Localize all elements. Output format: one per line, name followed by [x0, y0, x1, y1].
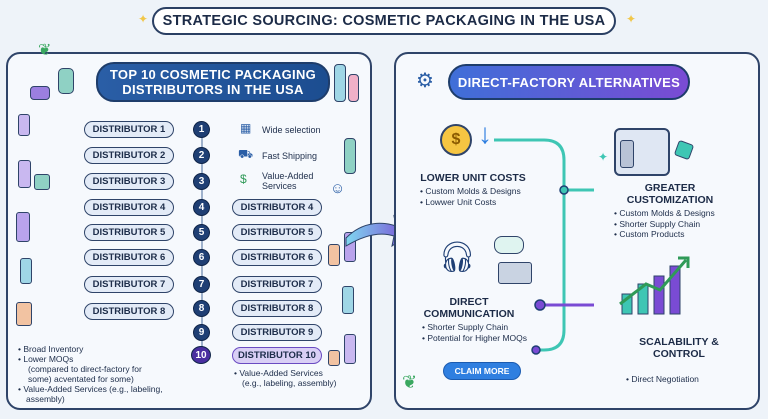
distributor-4: DISTRIBUTOR 4	[84, 199, 174, 216]
jar-icon	[16, 302, 32, 326]
jar-icon	[328, 350, 340, 366]
tube-icon	[20, 258, 32, 284]
communication-list: • Shorter Supply Chain • Potential for H…	[422, 322, 552, 343]
distributor-right-6: DISTRIBUTOR 6	[232, 249, 322, 266]
bullet-continuation: (compared to direct-factory for	[28, 364, 142, 374]
headset-agent-icon: ☺	[330, 180, 346, 197]
distributor-7: DISTRIBUTOR 7	[84, 276, 174, 293]
distributor-1: DISTRIBUTOR 1	[84, 121, 174, 138]
customization-list: • Custom Molds & Designs • Shorter Suppl…	[614, 208, 744, 240]
bullet-item: • Value-Added Services	[234, 368, 323, 378]
page-title: STRATEGIC SOURCING: COSMETIC PACKAGING I…	[152, 7, 616, 35]
jar-icon	[30, 86, 50, 100]
bullet-continuation: (e.g., labeling, assembly)	[242, 378, 337, 388]
direct-factory-banner: DIRECT-FACTORY ALTERNATIVES	[448, 64, 690, 100]
distributor-right-9: DISTRIBUTOR 9	[232, 324, 322, 341]
factory-icon	[498, 262, 532, 284]
scalability-list: • Direct Negotiation	[626, 374, 746, 385]
number-7: 7	[193, 276, 210, 293]
tube-icon	[348, 74, 359, 102]
bottle-icon	[342, 286, 354, 314]
sparkle-icon: ✦	[598, 150, 609, 164]
bottle-mold-icon	[620, 140, 634, 168]
coin-icon: $	[440, 124, 472, 156]
distributors-banner: TOP 10 COSMETIC PACKAGING DISTRIBUTORS I…	[96, 62, 330, 102]
timeline-line	[201, 128, 203, 358]
number-8: 8	[193, 300, 210, 317]
bullet-continuation: some) acventated for some)	[28, 374, 134, 384]
distributor-5: DISTRIBUTOR 5	[84, 224, 174, 241]
down-arrow-icon: ↓	[478, 118, 492, 149]
bottle-icon	[18, 114, 30, 136]
distributor-right-5: DISTRIBUTOR 5	[232, 224, 322, 241]
claim-more-button[interactable]: CLAIM MORE	[443, 362, 521, 380]
number-1: 1	[193, 121, 210, 138]
distributor-extra-list: • Value-Added Services (e.g., labeling, …	[234, 368, 364, 388]
number-4: 4	[193, 199, 210, 216]
feature-fast-shipping: Fast Shipping	[262, 151, 318, 161]
truck-icon: ⛟	[238, 147, 254, 161]
number-10: 10	[191, 346, 211, 364]
number-5: 5	[193, 224, 210, 241]
flow-connectors	[494, 138, 594, 355]
sparkle-icon: ✦	[138, 12, 149, 26]
tube-icon	[344, 334, 356, 364]
list-item: • Potential for Higher MOQs	[422, 332, 528, 343]
list-item: • Lowwer Unit Costs	[420, 196, 497, 207]
banner-line-2: DISTRIBUTORS IN THE USA	[122, 82, 304, 97]
bottle-icon	[16, 212, 30, 242]
distributor-right-10: DISTRIBUTOR 10	[232, 347, 322, 364]
pump-bottle-icon	[334, 64, 346, 102]
list-item: • Shorter Supply Chain	[614, 218, 701, 229]
bottle-icon	[18, 160, 31, 188]
feature-value-added: Value-Added	[262, 171, 314, 181]
scalability-title: SCALABILITY &CONTROL	[639, 336, 719, 360]
leaf-icon: ❦	[38, 42, 52, 59]
bullet-item: • Broad Inventory	[18, 344, 84, 354]
pump-bottle-icon	[344, 138, 356, 174]
banner-line-1: TOP 10 COSMETIC PACKAGING	[109, 67, 317, 82]
distributor-6: DISTRIBUTOR 6	[84, 249, 174, 266]
list-item: • Custom Molds & Designs	[420, 186, 521, 196]
direct-factory-panel	[394, 52, 760, 410]
headset-icon: 🎧︎	[438, 241, 477, 274]
bullet-item: • Value-Added Services (e.g., labeling, …	[18, 384, 163, 404]
list-item: • Custom Molds & Designs	[614, 208, 715, 218]
distributor-8: DISTRIBUTOR 8	[84, 303, 174, 320]
jar-icon	[34, 174, 50, 190]
list-item: • Direct Negotiation	[626, 374, 699, 384]
calendar-grid-icon: ▦	[240, 121, 252, 135]
sparkle-icon: ✦	[626, 12, 637, 26]
list-item: • Custom Products	[614, 229, 685, 239]
distributor-3: DISTRIBUTOR 3	[84, 173, 174, 190]
leaf-icon: ❦	[402, 372, 418, 392]
distributor-2: DISTRIBUTOR 2	[84, 147, 174, 164]
lower-costs-list: • Custom Molds & Designs • Lowwer Unit C…	[420, 186, 540, 207]
money-icon: $	[240, 172, 247, 186]
bottle-icon	[328, 244, 340, 266]
feature-services: Services	[262, 181, 297, 191]
growth-chart-icon	[619, 256, 690, 315]
number-9: 9	[193, 324, 210, 341]
gear-icon: ⚙	[416, 70, 434, 92]
number-2: 2	[193, 147, 210, 164]
distributor-right-7: DISTRIBUTOR 7	[232, 276, 322, 293]
number-3: 3	[193, 173, 210, 190]
feature-wide-selection: Wide selection	[262, 125, 321, 135]
list-item: • Shorter Supply Chain	[422, 322, 509, 332]
distributor-right-4: DISTRIBUTOR 4	[232, 199, 322, 216]
chat-bubble-icon	[494, 236, 524, 254]
number-6: 6	[193, 249, 210, 266]
lotion-bottle-icon	[58, 68, 74, 94]
lower-costs-title: LOWER UNIT COSTS	[420, 172, 526, 184]
distributor-benefits-list: • Broad Inventory • Lower MOQs (compared…	[18, 344, 188, 404]
distributor-right-8: DISTRIBUTOR 8	[232, 300, 322, 317]
bullet-item: • Lower MOQs	[18, 354, 74, 364]
